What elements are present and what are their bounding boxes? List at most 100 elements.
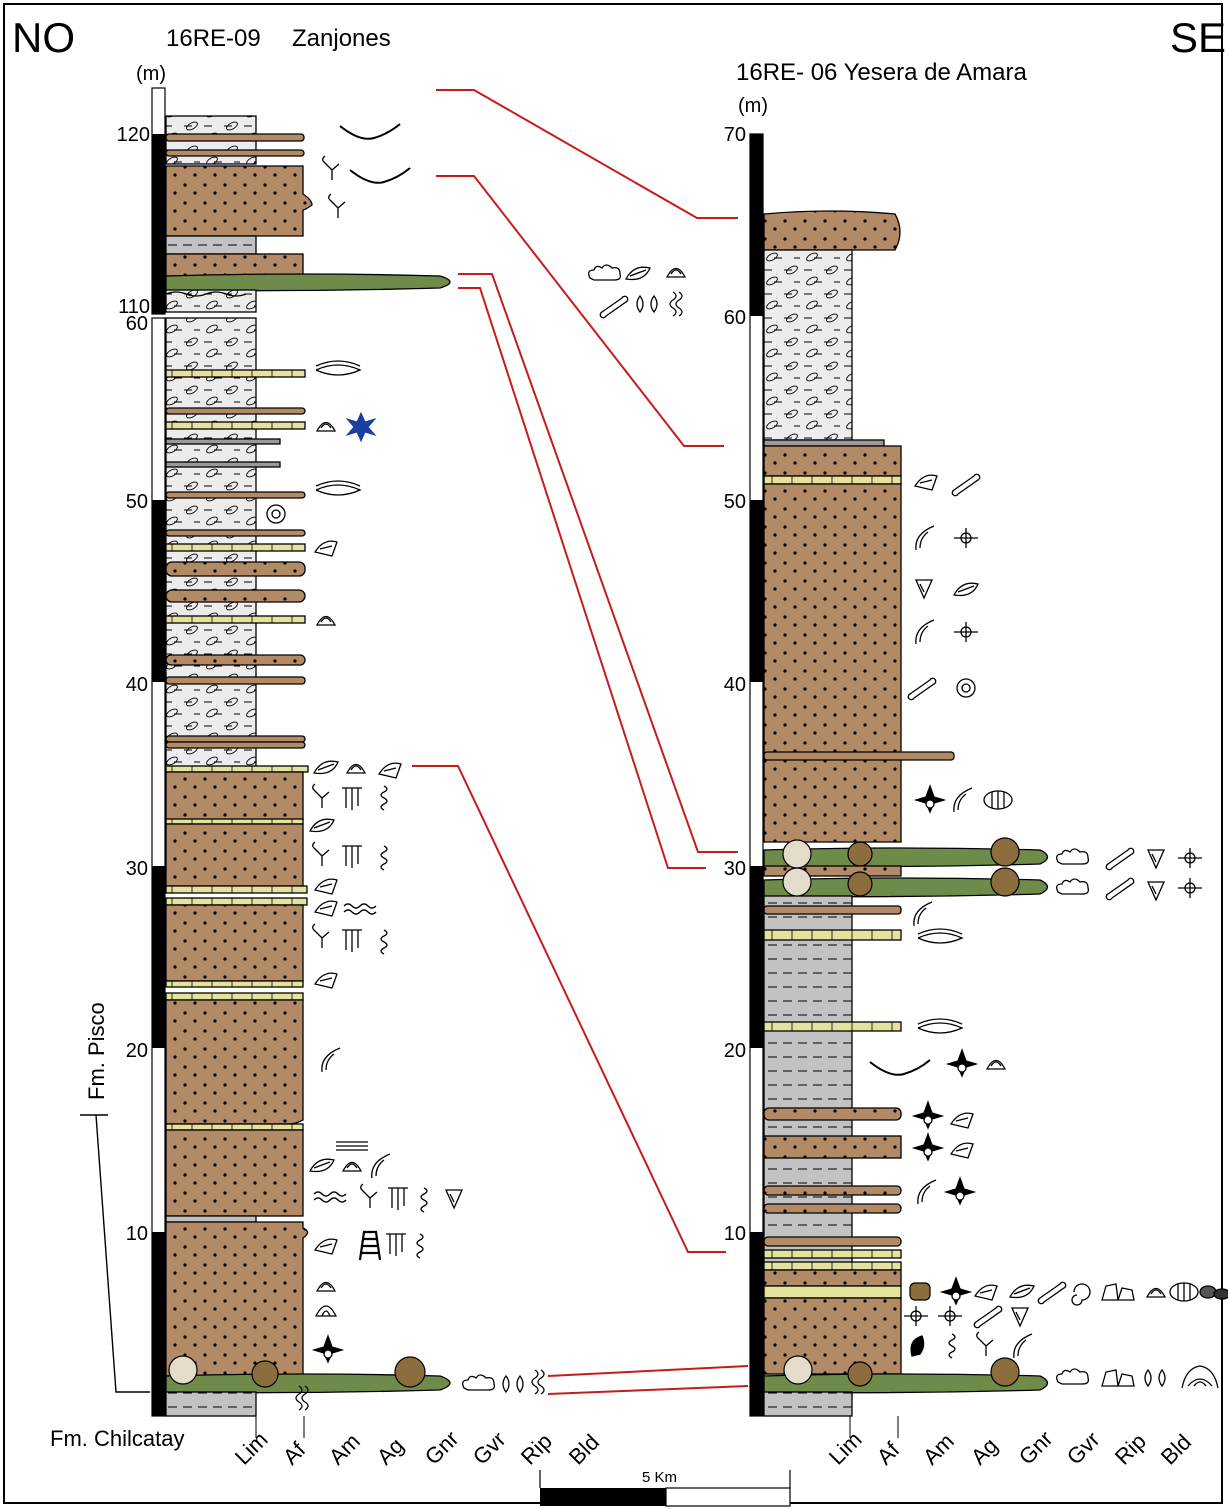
bone-solid-icon	[911, 1336, 923, 1356]
lenticular-lamination-icon	[316, 361, 360, 375]
boulder-icon	[1102, 1370, 1134, 1386]
bone-icon	[952, 474, 979, 495]
claw-bone-icon	[918, 1180, 936, 1204]
grain-size-label-rip: Rip	[1110, 1429, 1151, 1470]
spiral-trace-icon	[381, 930, 387, 954]
vertebra-solid-icon	[324, 1350, 332, 1358]
grain-size-label-am: Am	[324, 1429, 365, 1470]
correlation-line	[436, 176, 724, 446]
grain-size-label-af: Af	[872, 1437, 905, 1470]
plant-fragment-icon	[314, 761, 338, 773]
phosphate-nodule	[848, 842, 872, 866]
ophiomorpha-icon	[360, 1232, 380, 1260]
grain-size-label-lim: Lim	[824, 1427, 867, 1470]
correlation-line	[458, 274, 738, 852]
vertebra-solid-icon	[952, 1292, 960, 1300]
claw-bone-icon	[954, 788, 972, 812]
wave-bone-icon	[870, 1060, 930, 1075]
col1-tick-10: 10	[126, 1223, 148, 1245]
grain-size-label-gnr: Gnr	[420, 1426, 464, 1470]
claw-bone-icon	[916, 620, 934, 644]
bivalve-icon	[987, 1061, 1005, 1070]
barnacle-icon	[992, 791, 1004, 809]
spiral-trace-icon	[949, 1334, 955, 1358]
bone-icon	[1038, 1282, 1065, 1303]
map-scale-bar: 5 Km	[540, 1469, 790, 1506]
correlation-line	[436, 90, 738, 218]
worm-trace-icon	[532, 1370, 544, 1394]
grain-size-label-af: Af	[278, 1437, 311, 1470]
concretion-icon	[463, 1375, 495, 1390]
col1-tick-50: 50	[126, 491, 148, 513]
correlation-line	[412, 766, 726, 1252]
tube-burrows-icon	[386, 1234, 406, 1256]
column1-unit: (m)	[136, 63, 166, 85]
vertebra-solid-icon	[924, 1116, 932, 1124]
concretion-icon	[1057, 849, 1089, 864]
shell-fragment-icon	[951, 1113, 973, 1128]
phosphate-nodule	[169, 1356, 197, 1384]
plant-fragment-icon	[1010, 1285, 1034, 1297]
phosphate-nodule	[784, 1356, 812, 1384]
tube-burrows-icon	[342, 930, 362, 952]
ripple-icon	[314, 1192, 346, 1202]
ooid-icon	[957, 679, 975, 697]
bivalve-icon	[667, 269, 685, 278]
claw-bone-icon	[1014, 1334, 1032, 1358]
plant-fragment-icon	[310, 1159, 334, 1171]
blue-star-marker	[347, 413, 375, 441]
formation-label-pisco: Fm. Pisco	[84, 1002, 109, 1100]
ooid-icon	[962, 684, 970, 692]
vertebra-icon	[954, 528, 978, 548]
burrow-icon	[313, 842, 329, 866]
grain-size-label-ag: Ag	[966, 1433, 1003, 1470]
vertebra-icon	[1178, 848, 1202, 868]
col2-tick-60: 60	[724, 307, 746, 329]
bone-icon	[974, 1306, 1001, 1327]
burrow-icon	[329, 194, 345, 218]
bivalve-cluster-icon	[1182, 1366, 1218, 1388]
phosphate-nodule	[848, 872, 872, 896]
vertebra-solid-icon	[956, 1192, 964, 1200]
shark-tooth-icon	[916, 580, 932, 598]
shell-fragment-icon	[315, 879, 337, 894]
lenticular-lamination-icon	[316, 481, 360, 495]
correlation-lines	[412, 90, 748, 1394]
burrow-icon	[977, 1332, 993, 1356]
shark-tooth-icon	[1148, 850, 1164, 868]
col1-tick-120: 120	[117, 124, 150, 146]
pebble-icon	[1200, 1286, 1216, 1298]
column1-tick-labels: 110 120 60 50 40 30 20 10	[117, 124, 150, 1245]
grain-size-label-gvr: Gvr	[1062, 1427, 1105, 1470]
bone-icon	[1106, 878, 1133, 899]
column1-name: Zanjones	[292, 25, 391, 52]
bivalve-icon	[1147, 1289, 1165, 1298]
burrow-icon	[313, 784, 329, 808]
vertebra-icon	[904, 1306, 928, 1326]
column2-lithology	[764, 211, 1048, 1416]
worm-trace-icon	[670, 292, 682, 316]
column2-unit: (m)	[738, 95, 768, 117]
plant-fragment-icon	[310, 819, 334, 831]
phosphate-nodule	[783, 868, 811, 896]
col2-tick-30: 30	[724, 858, 746, 880]
shell-fragment-icon	[951, 1143, 973, 1158]
lenticular-lamination-icon	[918, 1019, 962, 1033]
fossil-symbols	[267, 124, 1228, 1410]
tube-burrows-icon	[342, 788, 362, 810]
corner-label-no: NO	[12, 14, 75, 61]
col1-tick-40: 40	[126, 674, 148, 696]
vertebra-icon	[954, 622, 978, 642]
shell-fragment-icon	[315, 1239, 337, 1254]
grain-size-label-bld: Bld	[1156, 1429, 1196, 1469]
tube-burrows-icon	[342, 846, 362, 868]
column1-scale-bar	[152, 88, 165, 1416]
bone-icon	[600, 296, 627, 317]
col2-tick-50: 50	[724, 491, 746, 513]
burrow-icon	[323, 156, 339, 180]
bivalve-icon	[317, 617, 335, 626]
col2-tick-70: 70	[724, 124, 746, 146]
column1-lithology	[166, 116, 450, 1416]
